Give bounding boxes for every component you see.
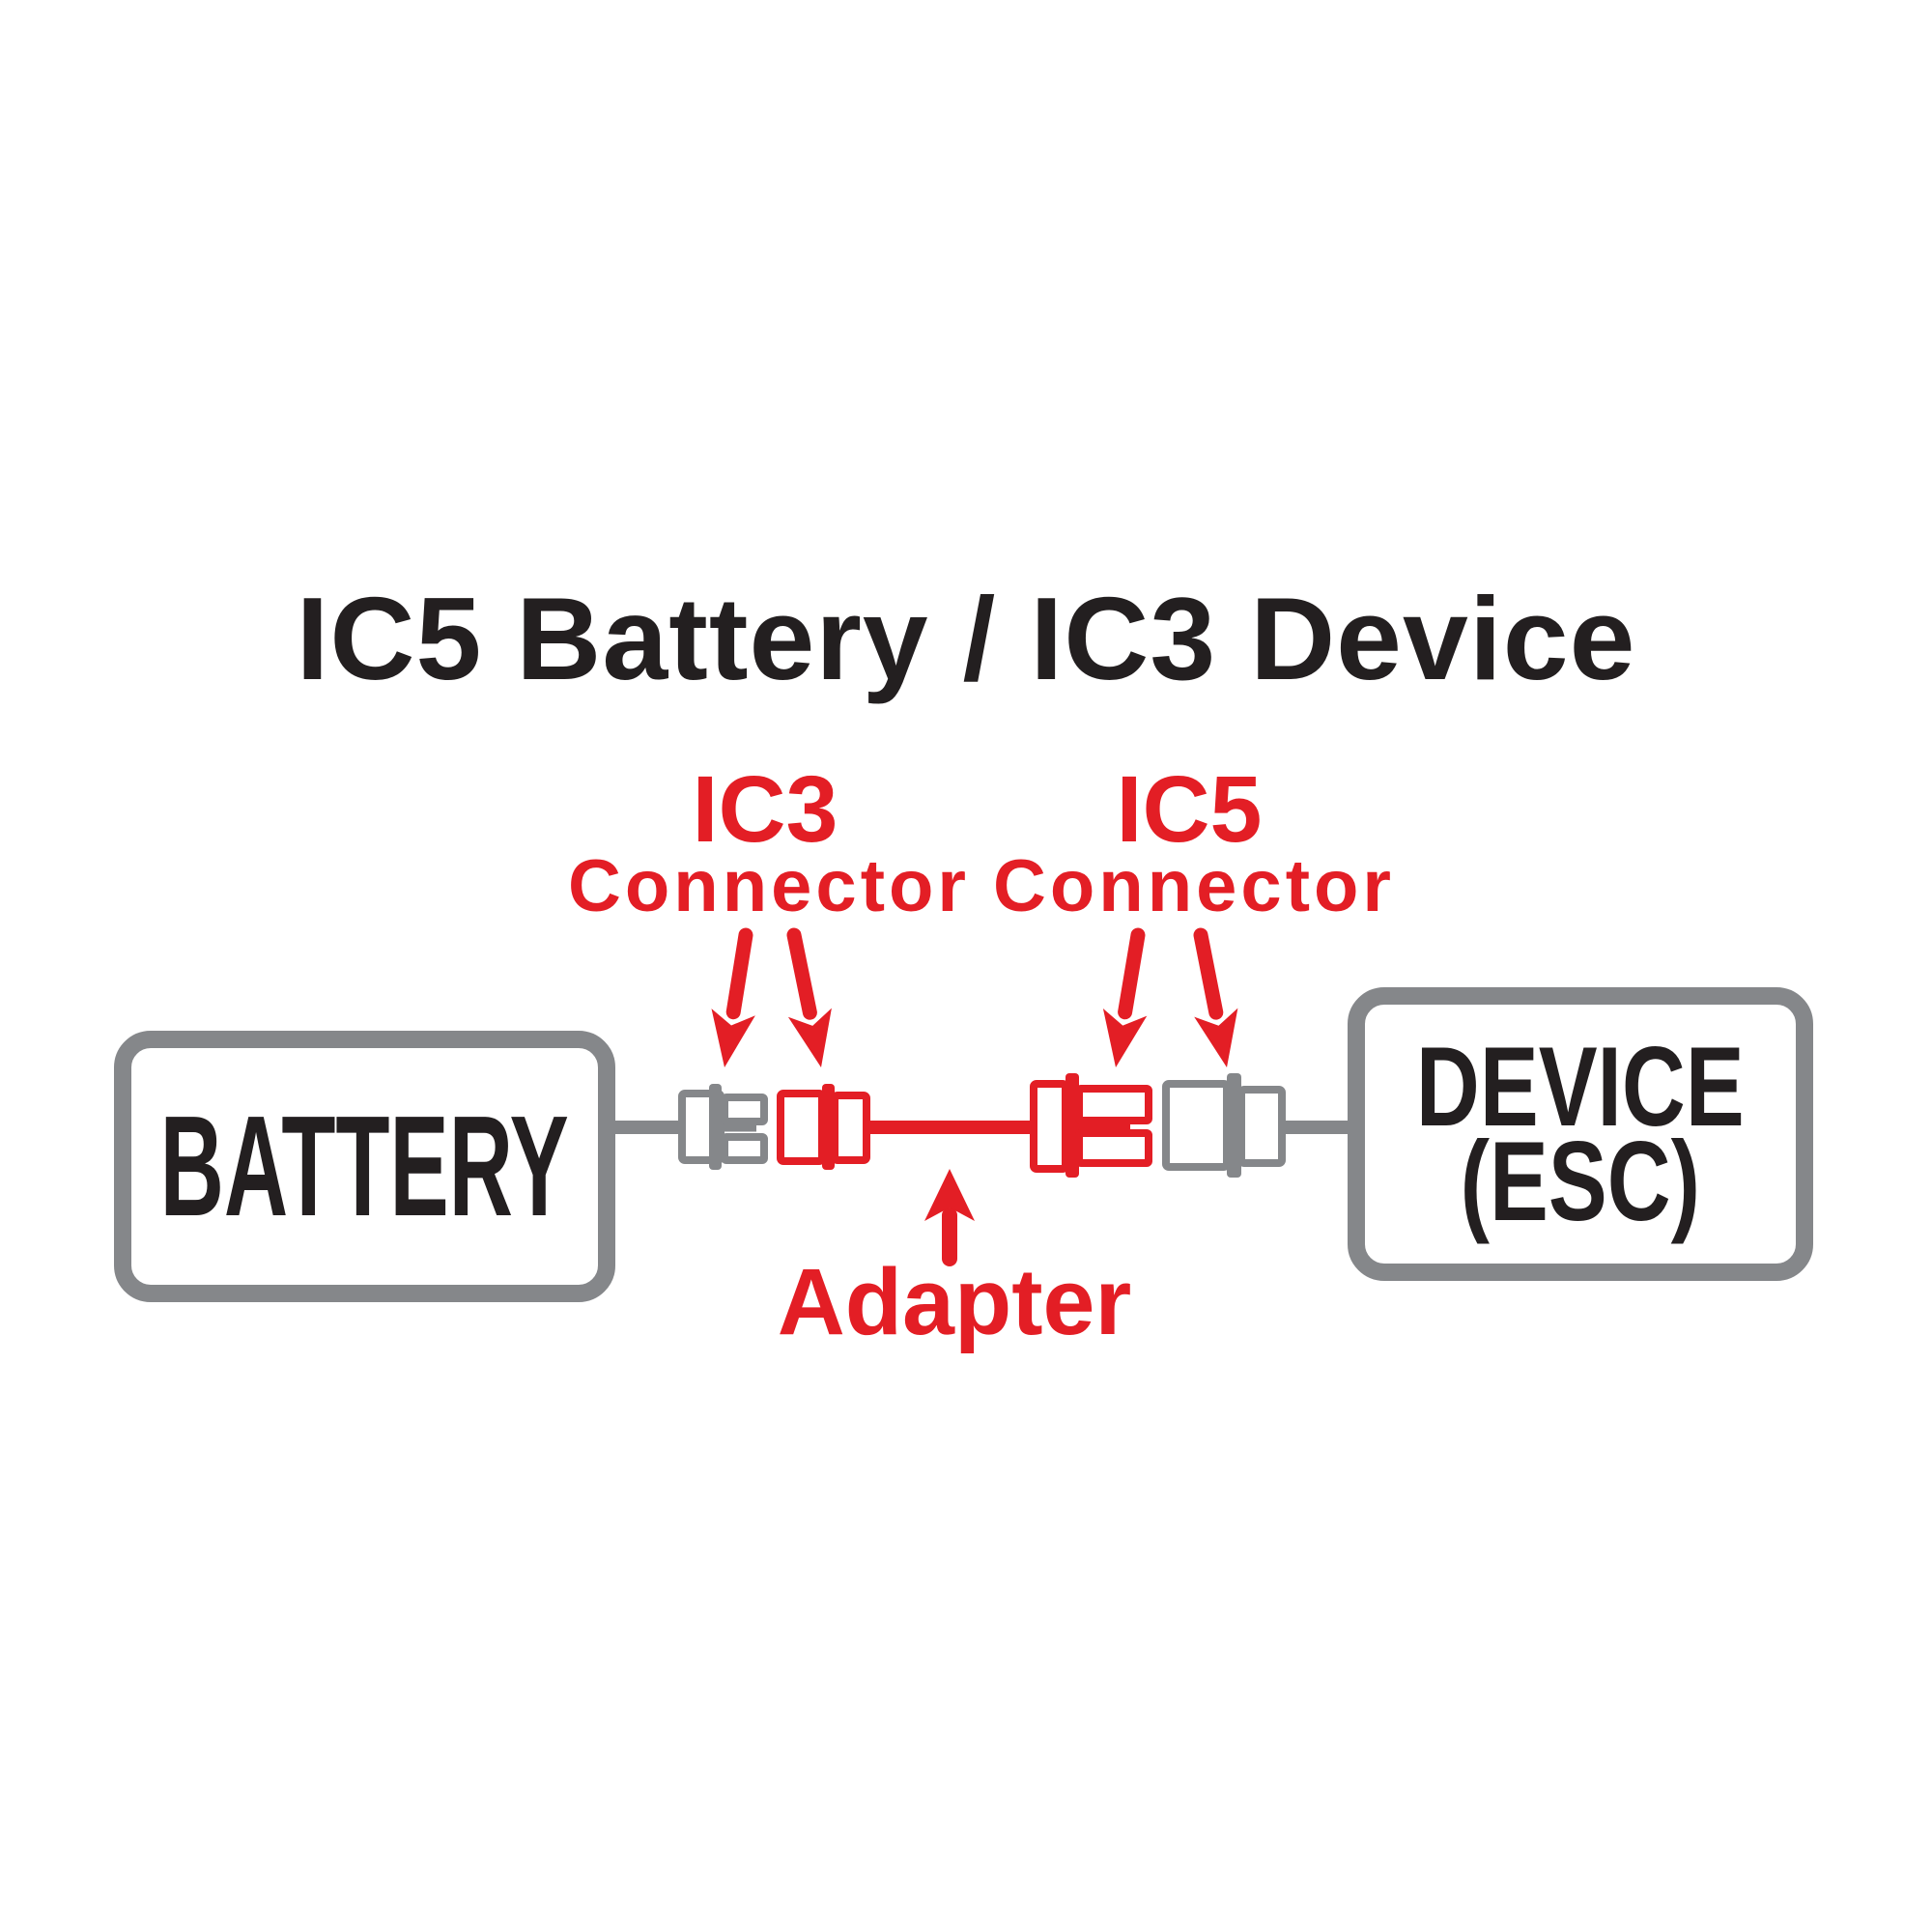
ic5-adapter-connector <box>1030 1073 1152 1178</box>
ic3-arrow-right-icon <box>786 927 832 1067</box>
page-title: IC5 Battery / IC3 Device <box>296 573 1636 704</box>
adapter-callout-title: Adapter <box>777 1249 1132 1354</box>
ic3-callout-title: IC3 <box>692 756 838 862</box>
device-node: DEVICE (ESC) <box>1348 987 1813 1281</box>
ic5-arrow-right-icon <box>1193 927 1238 1067</box>
device-label-line1: DEVICE <box>1416 1022 1745 1150</box>
ic3-battery-connector <box>678 1084 768 1170</box>
battery-node: BATTERY <box>114 1031 615 1302</box>
ic3-adapter-connector <box>777 1084 870 1170</box>
device-label-line2: (ESC) <box>1460 1118 1701 1244</box>
ic5-callout-title: IC5 <box>1116 756 1263 862</box>
ic5-arrow-left-icon <box>1102 927 1148 1067</box>
ic5-callout-subtitle: Connector <box>993 845 1395 927</box>
ic5-device-connector <box>1162 1073 1286 1178</box>
battery-label: BATTERY <box>159 1086 570 1246</box>
ic3-callout-subtitle: Connector <box>568 845 970 927</box>
adapter-arrow-up-icon <box>924 1169 975 1266</box>
ic3-arrow-left-icon <box>711 927 755 1067</box>
device-label: DEVICE (ESC) <box>1416 1022 1745 1244</box>
